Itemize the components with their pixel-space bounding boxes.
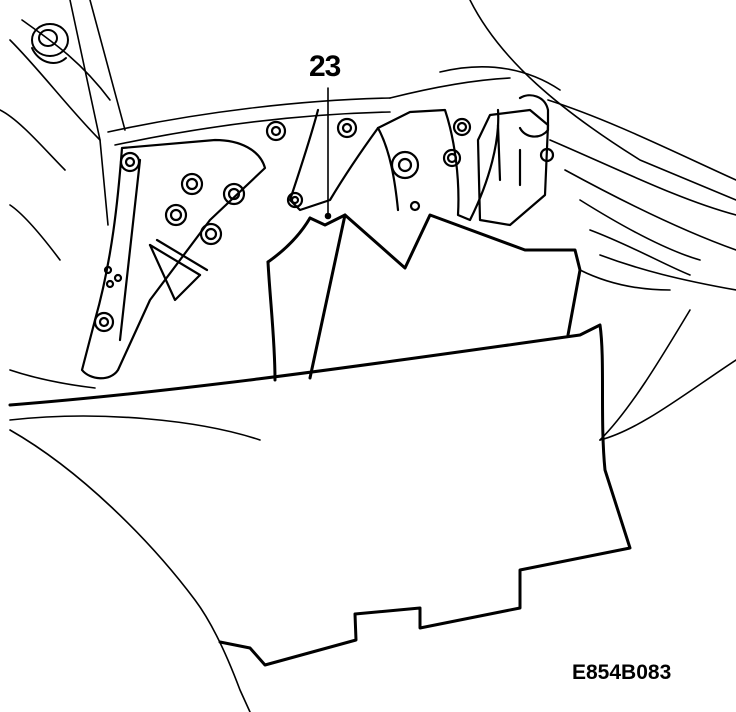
callout-number: 23	[309, 50, 341, 83]
left-bracket	[80, 138, 267, 380]
cross-beam	[107, 66, 561, 146]
duct-right	[469, 0, 736, 441]
insulation-panel	[8, 213, 632, 667]
callout-leader	[324, 87, 332, 220]
figure-code: E854B083	[572, 661, 672, 684]
lower-contour	[9, 359, 736, 712]
center-mounting-plate	[286, 108, 500, 222]
left-body-contour	[0, 0, 126, 389]
bolt-group-left	[93, 120, 287, 333]
connector-block	[476, 94, 555, 227]
knob-top-left	[31, 23, 69, 64]
